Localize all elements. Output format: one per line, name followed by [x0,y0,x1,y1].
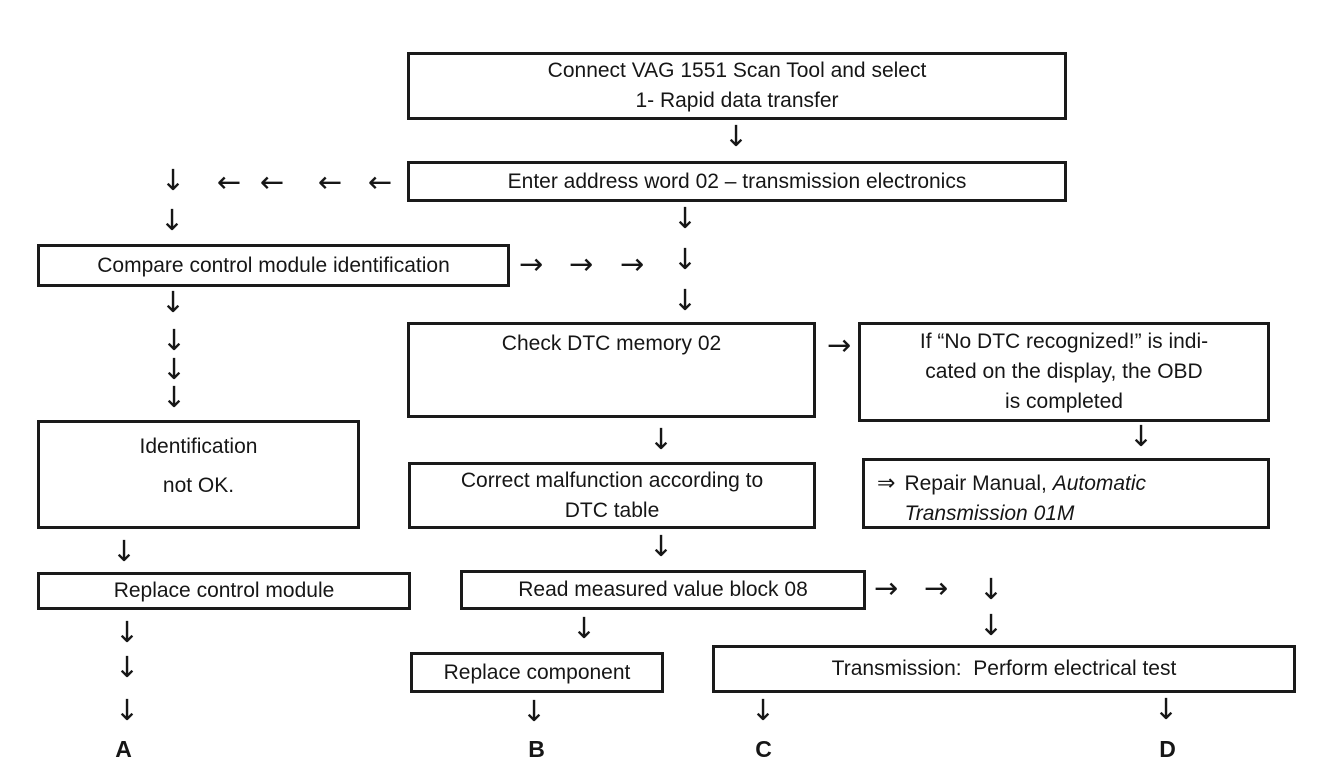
box-repair-manual-text: Repair Manual, Automatic Transmission 01… [904,469,1204,529]
exit-label-a: A [115,736,133,762]
down-arrow-icon: ↓ [159,203,185,237]
left-arrow-icon: ← [216,165,242,199]
box-correct-malfunction-line2: DTC table [564,498,660,522]
box-read-measured-value: Read measured value block 08 [460,570,866,610]
right-arrow-icon: → [568,247,594,281]
right-arrow-icon: → [923,571,949,605]
right-arrow-icon: → [619,247,645,281]
down-arrow-icon: ↓ [750,693,776,727]
box-repair-manual-text-italic: Automatic Transmission 01M [904,472,1147,525]
box-connect-scan-tool: Connect VAG 1551 Scan Tool and select 1-… [407,52,1067,120]
down-arrow-icon: ↓ [161,380,187,414]
down-arrow-icon: ↓ [672,283,698,317]
box-transmission-electrical-test-text: Transmission: Perform electrical test [831,657,1177,680]
left-arrow-icon: ← [317,165,343,199]
exit-label-c: C [755,736,773,762]
box-replace-control-module: Replace control module [37,572,411,610]
box-connect-scan-tool-line2: 1- Rapid data transfer [635,89,839,112]
box-compare-identification: Compare control module identification [37,244,510,287]
down-arrow-icon: ↓ [111,534,137,568]
box-enter-address-word: Enter address word 02 – transmission ele… [407,161,1067,202]
down-arrow-icon: ↓ [114,615,140,649]
down-arrow-icon: ↓ [978,608,1004,642]
box-check-dtc-memory-text: Check DTC memory 02 [501,332,722,355]
down-arrow-icon: ↓ [1128,419,1154,453]
box-correct-malfunction: Correct malfunction according to DTC tab… [408,462,816,529]
down-arrow-icon: ↓ [571,611,597,645]
box-no-dtc-recognized-line1: If “No DTC recognized!” is indi- [919,330,1209,353]
down-arrow-icon: ↓ [161,323,187,357]
box-compare-identification-text: Compare control module identification [97,253,450,277]
box-transmission-electrical-test: Transmission: Perform electrical test [712,645,1296,693]
right-arrow-icon: → [873,571,899,605]
box-repair-manual: ⇒ Repair Manual, Automatic Transmission … [862,458,1270,529]
double-right-arrow-icon: ⇒ [877,471,896,496]
down-arrow-icon: ↓ [672,242,698,276]
down-arrow-icon: ↓ [978,572,1004,606]
box-enter-address-word-text: Enter address word 02 – transmission ele… [507,169,967,193]
box-identification-not-ok-line2: not OK. [162,474,235,497]
box-replace-component: Replace component [410,652,664,693]
box-identification-not-ok: Identification not OK. [37,420,360,529]
down-arrow-icon: ↓ [160,163,186,197]
down-arrow-icon: ↓ [114,650,140,684]
down-arrow-icon: ↓ [672,201,698,235]
down-arrow-icon: ↓ [648,422,674,456]
down-arrow-icon: ↓ [160,285,186,319]
box-no-dtc-recognized-line2: cated on the display, the OBD [925,360,1203,383]
box-check-dtc-memory: Check DTC memory 02 [407,322,816,418]
box-repair-manual-text-normal: Repair Manual, [904,472,1053,495]
down-arrow-icon: ↓ [648,529,674,563]
box-replace-component-text: Replace component [443,660,631,684]
box-correct-malfunction-line1: Correct malfunction according to [460,468,764,492]
exit-label-d: D [1159,736,1177,762]
box-no-dtc-recognized-line3: is completed [1005,390,1123,413]
down-arrow-icon: ↓ [723,119,749,153]
right-arrow-icon: → [826,328,852,362]
right-arrow-icon: → [518,247,544,281]
down-arrow-icon: ↓ [114,693,140,727]
left-arrow-icon: ← [259,165,285,199]
exit-label-b: B [528,736,546,762]
box-replace-control-module-text: Replace control module [113,579,335,602]
box-read-measured-value-text: Read measured value block 08 [518,578,808,601]
box-no-dtc-recognized: If “No DTC recognized!” is indi- cated o… [858,322,1270,422]
down-arrow-icon: ↓ [521,694,547,728]
left-arrow-icon: ← [367,165,393,199]
down-arrow-icon: ↓ [161,352,187,386]
box-identification-not-ok-line1: Identification [139,435,258,458]
box-connect-scan-tool-line1: Connect VAG 1551 Scan Tool and select [547,59,927,82]
down-arrow-icon: ↓ [1153,692,1179,726]
